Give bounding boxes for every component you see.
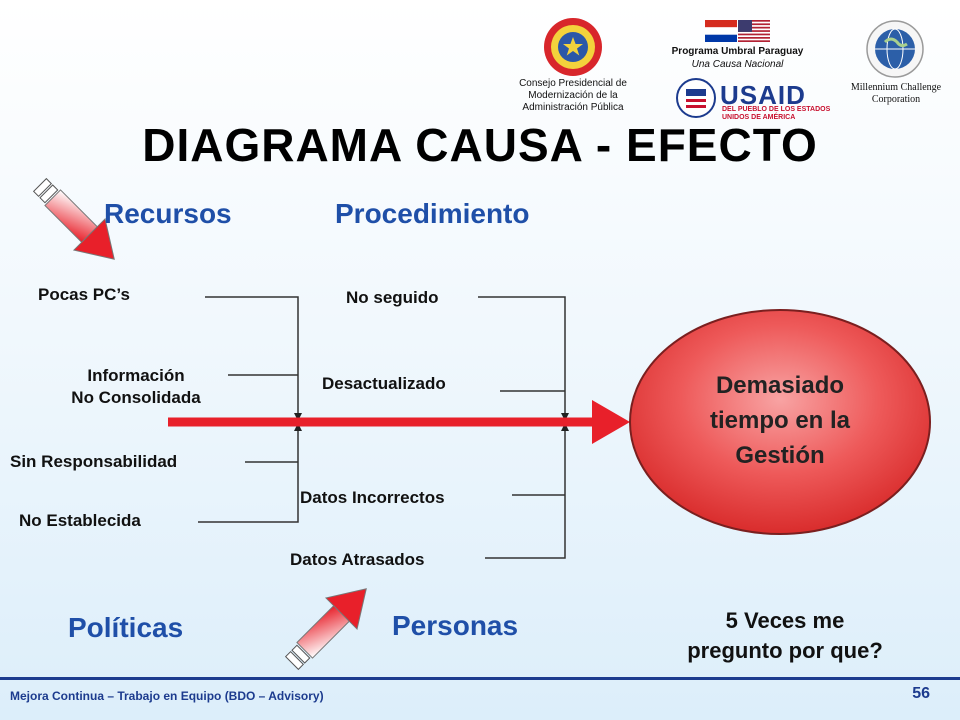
bone-no-establecida: [198, 423, 299, 523]
cause-sin-responsabilidad: Sin Responsabilidad: [10, 452, 178, 471]
cause-pocas-pcs: Pocas PC’s: [38, 285, 130, 304]
program-name: Programa Umbral Paraguay: [671, 46, 804, 57]
usaid-logo: USAID: [720, 80, 806, 110]
cause-datos-atrasados: Datos Atrasados: [290, 550, 425, 569]
junction-markers: [294, 413, 569, 431]
effect-label: Demasiado tiempo en la Gestión: [709, 372, 851, 469]
category-personas: Personas: [392, 610, 519, 641]
pencil-arrow-icon: [284, 588, 367, 671]
effect-ellipse: [629, 309, 931, 535]
usaid-subtitle: DEL PUEBLO DE LOS ESTADOS UNIDOS DE AMÉR…: [722, 106, 831, 121]
footer-divider: [0, 677, 960, 680]
category-procedimiento: Procedimiento: [335, 198, 530, 229]
cause-no-establecida: No Establecida: [19, 511, 141, 530]
footer-text: Mejora Continua – Trabajo en Equipo (BDO…: [10, 689, 324, 703]
five-whys-question: 5 Veces me pregunto por que?: [687, 608, 883, 663]
cause-informacion: Información No Consolidada: [71, 366, 201, 407]
cause-no-seguido: No seguido: [346, 288, 439, 307]
council-name: Consejo Presidencial de Modernización de…: [519, 78, 627, 113]
page-title: DIAGRAMA CAUSA - EFECTO: [142, 119, 818, 171]
mcc-logo-icon: [866, 20, 924, 78]
program-tagline: Una Causa Nacional: [691, 59, 784, 70]
usaid-seal-icon: [676, 78, 716, 118]
bone-datos-atrasados: [485, 423, 566, 559]
seal-paraguay-icon: [544, 18, 602, 76]
category-politicas: Políticas: [68, 612, 184, 643]
bone-pocas-pcs: [205, 296, 299, 420]
mcc-name: Millennium Challenge Corporation: [850, 82, 942, 105]
bone-no-seguido: [478, 296, 566, 420]
spine-arrowhead: [592, 400, 630, 444]
cause-datos-incorrectos: Datos Incorrectos: [300, 488, 445, 507]
cause-desactualizado: Desactualizado: [322, 374, 446, 393]
category-recursos: Recursos: [104, 198, 232, 229]
flag-paraguay-icon: [705, 20, 737, 42]
page-number: 56: [912, 685, 930, 702]
flag-usa-icon: [738, 20, 770, 42]
pencil-arrow-icon: [32, 177, 115, 260]
